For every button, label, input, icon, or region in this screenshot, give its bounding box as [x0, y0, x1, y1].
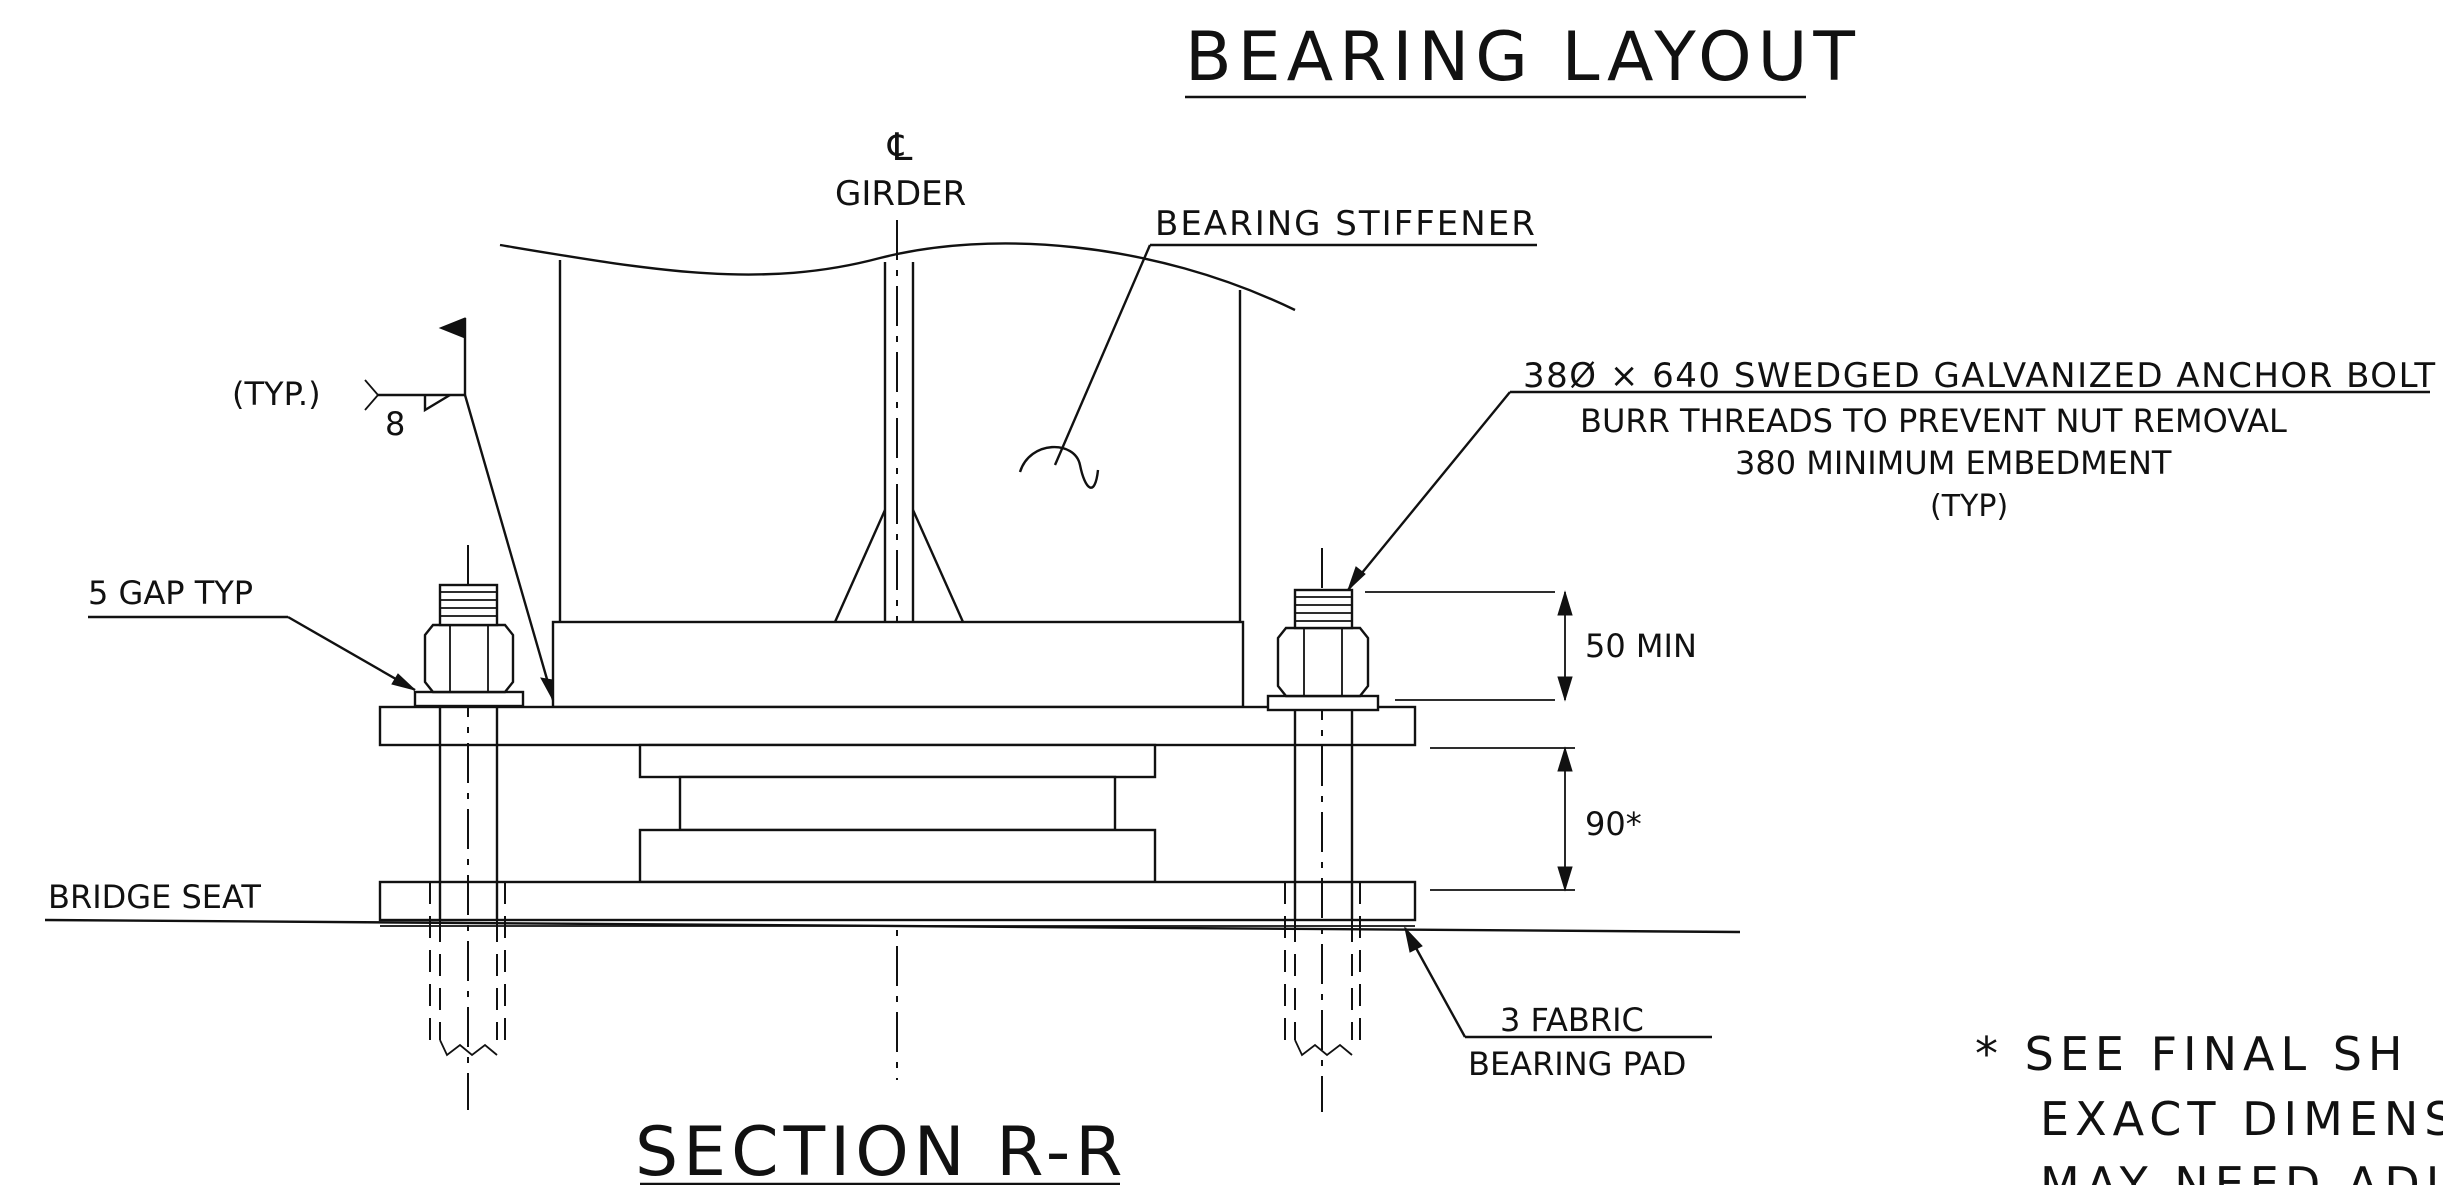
field-weld-flag-icon [438, 317, 466, 339]
footnote-line1: * SEE FINAL SH [1975, 1027, 2409, 1081]
girder-web [499, 242, 1296, 626]
elastomer-layer-3 [638, 828, 1157, 884]
sole-plate [551, 620, 1245, 709]
fabric-pad-label-1: 3 FABRIC [1500, 1001, 1644, 1039]
elastomer-layer-1 [638, 743, 1157, 779]
right-anchor-bolt [1266, 548, 1380, 1112]
footnote-line2: EXACT DIMENS [2040, 1092, 2443, 1146]
weld-size-label: 8 [385, 405, 405, 443]
bearing-stiffener-label: BEARING STIFFENER [1155, 204, 1537, 244]
left-anchor-bolt [413, 545, 525, 1110]
top-masonry-plate [378, 705, 1417, 747]
anchor-bolt-note-line1: 38Ø × 640 SWEDGED GALVANIZED ANCHOR BOLT [1523, 356, 2437, 396]
centerline-label: GIRDER [835, 174, 966, 214]
bearing-stiffener-leader [1053, 244, 1152, 466]
centerline-symbol: ℄ [887, 125, 913, 169]
anchor-bolt-leader [1347, 391, 1511, 591]
footnote-line3: MAY NEED ADJ [2040, 1157, 2443, 1185]
gap-label: 5 GAP TYP [88, 574, 253, 612]
bridge-seat-label: BRIDGE SEAT [48, 878, 261, 916]
dimension-50 [1365, 590, 1573, 702]
gap-leader [287, 615, 416, 692]
dimension-90 [1430, 746, 1575, 892]
weld-typ-label: (TYP.) [232, 375, 321, 413]
drawing-title: BEARING LAYOUT [1185, 18, 1861, 97]
anchor-bolt-note-line2: BURR THREADS TO PREVENT NUT REMOVAL [1580, 402, 2287, 440]
dimension-90-label: 90* [1585, 805, 1642, 843]
fabric-pad-label-2: BEARING PAD [1468, 1045, 1686, 1083]
anchor-bolt-note-line4: (TYP) [1930, 489, 2008, 524]
dimension-50-label: 50 MIN [1585, 627, 1697, 665]
elastomer-layer-2 [678, 775, 1117, 832]
section-title: SECTION R-R [635, 1113, 1127, 1185]
anchor-bolt-note-line3: 380 MINIMUM EMBEDMENT [1735, 444, 2172, 482]
bottom-masonry-plate [378, 880, 1417, 922]
weld-symbol [364, 317, 555, 701]
